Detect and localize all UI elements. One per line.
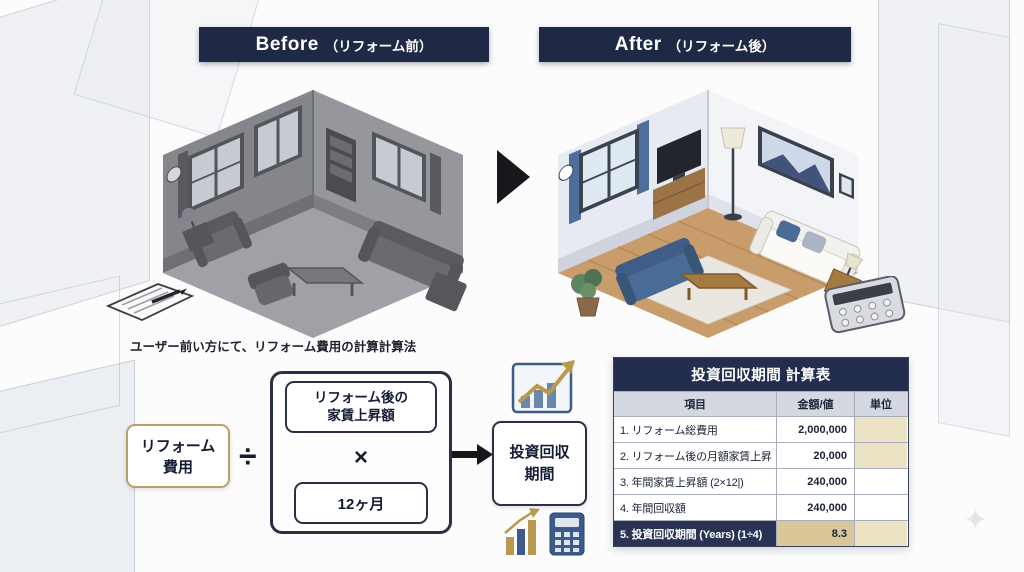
- wall-clock: [558, 164, 574, 181]
- floor-lamp: [720, 127, 746, 221]
- table-title: 投資回収期間 計算表: [614, 358, 908, 391]
- cell-value: 2,000,000: [777, 417, 855, 442]
- table-row: 1. リフォーム総費用 2,000,000: [614, 416, 908, 442]
- header-value: 金額/値: [777, 392, 855, 416]
- tv: [657, 129, 701, 185]
- after-coffee-table: [678, 273, 759, 300]
- growth-chart-icon: [511, 360, 575, 414]
- multiply-sign: ×: [353, 443, 368, 471]
- table-row: 4. 年間回収額 240,000: [614, 494, 908, 520]
- cell-item: 1. リフォーム総費用: [614, 417, 777, 442]
- before-after-arrow-icon: [497, 150, 530, 204]
- formula-arrow-icon: [452, 444, 493, 465]
- cell-unit: [855, 417, 907, 442]
- cell-unit: [855, 495, 907, 520]
- twelve-months-box: 12ヶ月: [294, 482, 428, 524]
- cushion: [801, 231, 827, 254]
- cell-value: 240,000: [777, 495, 855, 520]
- cushion: [776, 220, 801, 243]
- payback-calculation-table: 投資回収期間 計算表 項目 金額/値 単位 1. リフォーム総費用 2,000,…: [613, 357, 909, 547]
- cell-item: 2. リフォーム後の月額家賃上昇: [614, 443, 777, 468]
- table-row: 2. リフォーム後の月額家賃上昇 20,000: [614, 442, 908, 468]
- after-banner: After （リフォーム後）: [539, 27, 851, 62]
- bg-glass-panel: [938, 23, 1010, 437]
- cell-value: 8.3: [777, 521, 855, 546]
- curtain: [430, 152, 441, 216]
- before-banner: Before （リフォーム前）: [199, 27, 489, 62]
- cell-item: 3. 年間家賃上昇額 (2×12|): [614, 469, 777, 494]
- payback-period-box: 投資回収 期間: [492, 421, 587, 506]
- header-unit: 単位: [870, 399, 892, 411]
- plant: [571, 269, 602, 317]
- cell-value: 20,000: [777, 443, 855, 468]
- table-header-row: 項目 金額/値 単位: [614, 391, 908, 416]
- rent-increase-box: リフォーム後の 家賃上昇額: [285, 381, 437, 433]
- before-cabinet: [425, 272, 467, 312]
- divide-sign: ÷: [239, 438, 257, 474]
- bar-chart-calculator-icons: [504, 508, 585, 556]
- before-room-illustration: [163, 89, 467, 338]
- before-armchair: [247, 262, 293, 306]
- before-side-table-lamp: [181, 207, 215, 253]
- calculator-icon: [824, 276, 906, 334]
- table-row-result: 5. 投資回収期間 (Years) (1÷4) 8.3: [614, 520, 908, 546]
- header-item: 項目: [614, 392, 777, 416]
- notepad-icon: [105, 283, 195, 321]
- caption-text: ユーザー前い方にて、リフォーム費用の計算計算法: [130, 340, 417, 354]
- after-subtitle: （リフォーム後）: [667, 38, 776, 54]
- renovation-cost-box: リフォーム 費用: [126, 424, 230, 488]
- sparkle-icon: ✦: [963, 504, 989, 537]
- table-row: 3. 年間家賃上昇額 (2×12|) 240,000: [614, 468, 908, 494]
- cell-unit: [855, 469, 907, 494]
- curtain: [178, 150, 188, 219]
- before-title: Before: [255, 33, 319, 55]
- cell-item: 4. 年間回収額: [614, 495, 777, 520]
- cell-value: 240,000: [777, 469, 855, 494]
- after-left-wall: [558, 89, 708, 273]
- before-coffee-table: [285, 267, 365, 296]
- cell-item: 5. 投資回収期間 (Years) (1÷4): [614, 521, 777, 546]
- before-subtitle: （リフォーム前）: [324, 38, 433, 54]
- cell-unit: [855, 443, 907, 468]
- after-title: After: [614, 33, 662, 55]
- mini-calculator-icon: [549, 512, 585, 556]
- cell-unit: [855, 521, 907, 546]
- after-blue-sofa: [615, 237, 704, 306]
- curtain: [637, 119, 649, 195]
- tv-console: [653, 167, 705, 220]
- wall-clock: [166, 166, 182, 183]
- bar-chart-icon: [504, 508, 540, 555]
- formula-bracket-group: リフォーム後の 家賃上昇額 × 12ヶ月: [270, 371, 452, 534]
